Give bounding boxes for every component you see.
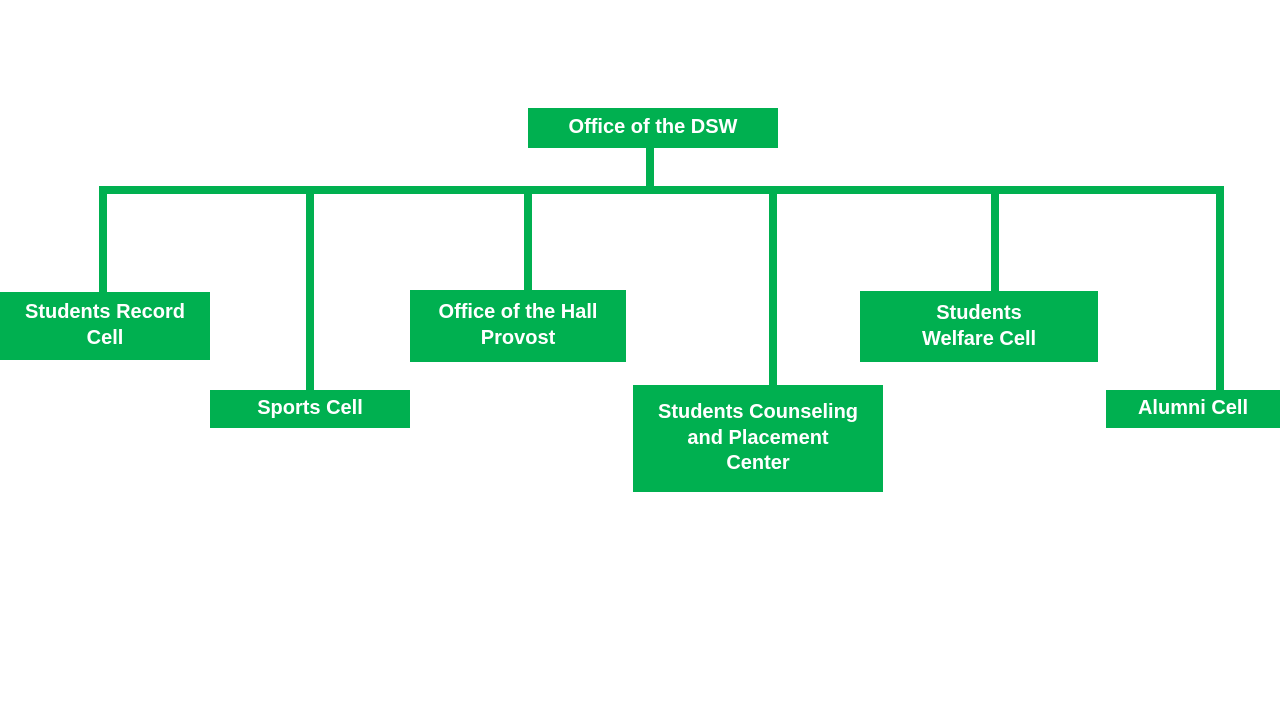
connector-drop-students-counseling-center — [769, 186, 777, 385]
org-node-office-of-the-dsw: Office of the DSW — [528, 108, 778, 148]
org-node-office-of-the-hall-provost: Office of the Hall Provost — [410, 290, 626, 362]
connector-drop-alumni-cell — [1216, 186, 1224, 390]
org-node-label: Students Counseling and Placement Center — [658, 401, 858, 475]
connector-drop-students-welfare-cell — [991, 186, 999, 291]
connector-drop-sports-cell — [306, 186, 314, 390]
org-node-label: Sports Cell — [257, 397, 363, 420]
org-node-label: Office of the DSW — [568, 116, 738, 139]
connector-root-drop — [646, 148, 654, 190]
org-node-alumni-cell: Alumni Cell — [1106, 390, 1280, 428]
org-node-label: Students Record Cell — [24, 301, 186, 349]
org-node-students-record-cell: Students Record Cell — [0, 292, 210, 360]
connector-drop-office-of-the-hall-provost — [524, 186, 532, 290]
connector-horizontal-bus — [99, 186, 1224, 194]
connector-drop-students-record-cell — [99, 186, 107, 292]
org-node-students-welfare-cell: Students Welfare Cell — [860, 291, 1098, 362]
org-node-students-counseling-and-placement-center: Students Counseling and Placement Center — [633, 385, 883, 492]
org-node-label: Alumni Cell — [1137, 397, 1248, 420]
org-node-label: Students Welfare Cell — [921, 301, 1037, 350]
org-node-label: Office of the Hall Provost — [438, 301, 598, 349]
org-node-sports-cell: Sports Cell — [210, 390, 410, 428]
